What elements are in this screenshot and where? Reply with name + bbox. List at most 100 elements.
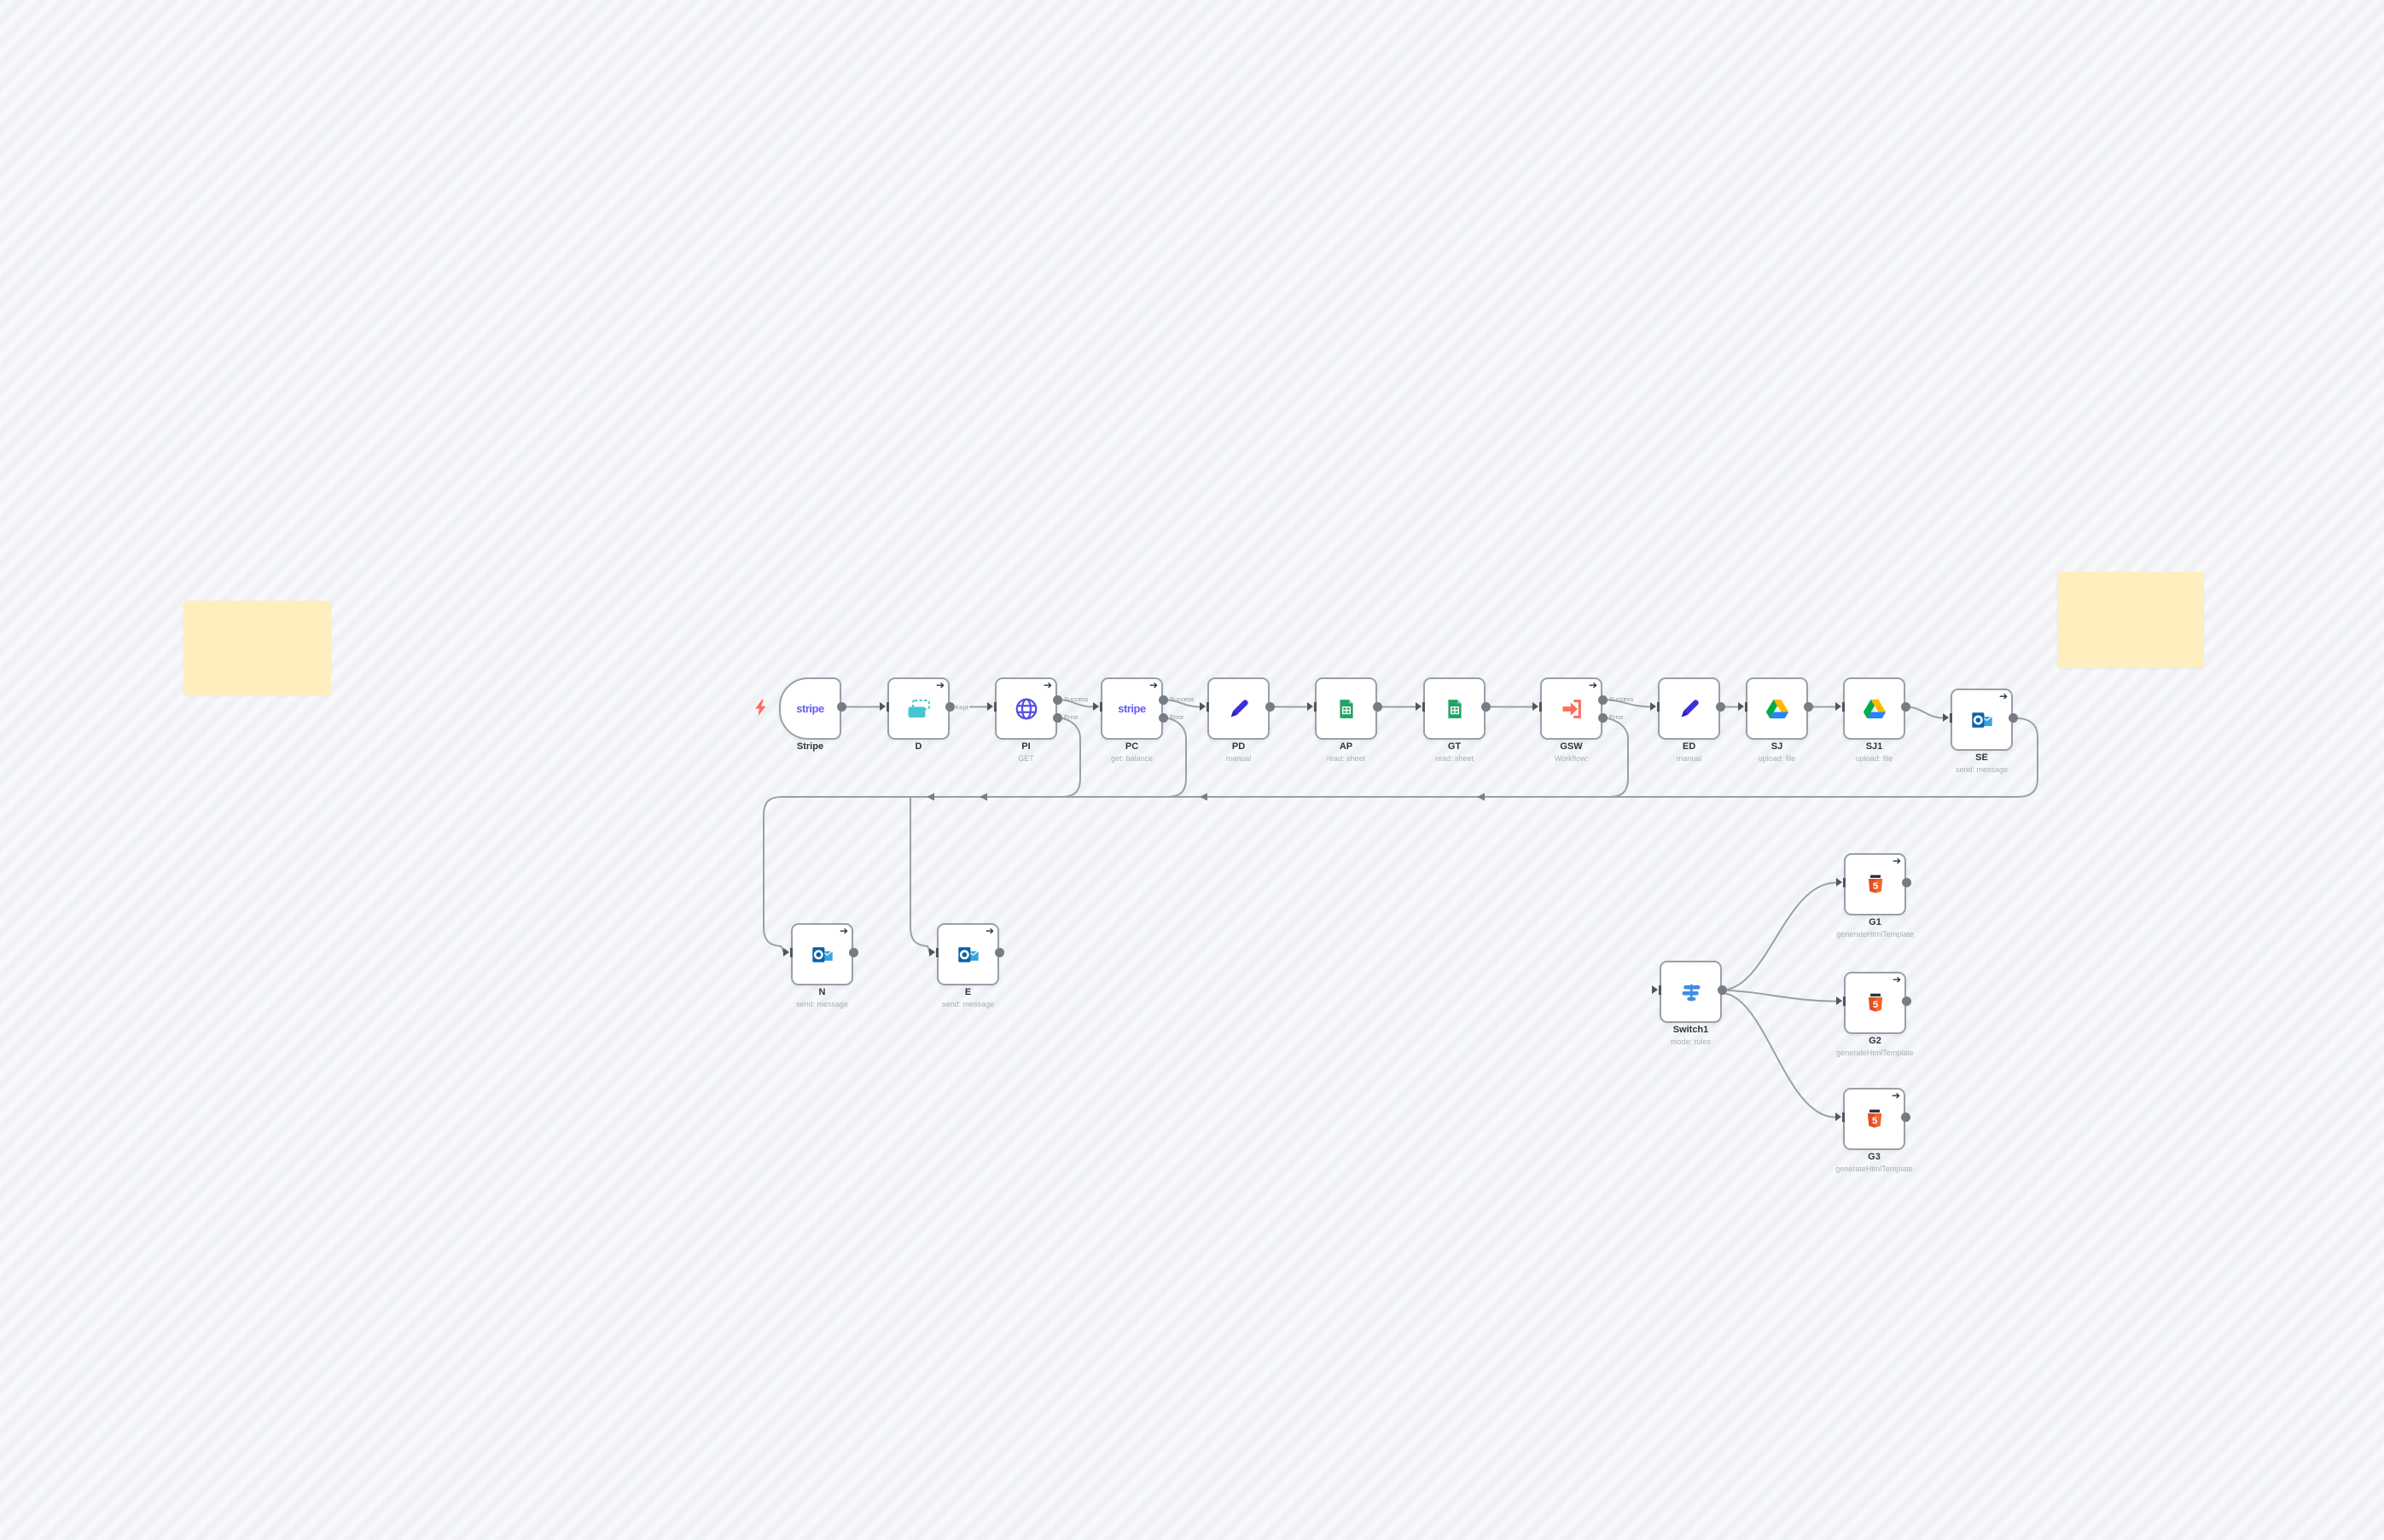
- output-port[interactable]: [1598, 712, 1608, 723]
- output-port[interactable]: [995, 948, 1004, 957]
- output-port-label: Error: [1064, 713, 1079, 721]
- node-name-label: SJ1: [1865, 741, 1883, 752]
- output-port[interactable]: [1053, 712, 1062, 723]
- node-d[interactable]: ➔D: [880, 677, 955, 752]
- input-port[interactable]: [1836, 997, 1842, 1005]
- output-port[interactable]: [1159, 712, 1168, 723]
- input-port-bar: [790, 948, 793, 957]
- sticky-note[interactable]: [2057, 572, 2204, 668]
- input-port[interactable]: [783, 948, 789, 956]
- connection-wire[interactable]: [1602, 699, 1651, 708]
- input-port-bar: [936, 948, 939, 957]
- arrow-badge-icon: ➔: [985, 925, 994, 937]
- output-port[interactable]: [849, 948, 858, 957]
- sticky-note[interactable]: [183, 601, 331, 695]
- input-port[interactable]: [880, 702, 886, 711]
- node-subtitle-label: send: message: [941, 1000, 995, 1008]
- connection-wire[interactable]: [763, 717, 2038, 953]
- output-port-label: Success: [1609, 695, 1634, 703]
- input-port[interactable]: [929, 948, 935, 956]
- input-port[interactable]: [1738, 702, 1744, 711]
- wire-arrowhead-icon: [1200, 793, 1207, 801]
- node-name-label: ED: [1682, 741, 1696, 752]
- output-port[interactable]: [1716, 702, 1725, 712]
- output-port[interactable]: [837, 702, 846, 712]
- node-subtitle-label: send: message: [795, 1000, 849, 1008]
- output-port[interactable]: [1901, 1113, 1910, 1122]
- connection-wire[interactable]: [1602, 717, 1629, 798]
- output-port[interactable]: [1481, 702, 1491, 712]
- output-port[interactable]: [1902, 997, 1911, 1006]
- node-name-label: D: [915, 741, 922, 752]
- connection-wire[interactable]: [1722, 989, 1837, 1002]
- edit-pencil-icon: [1678, 697, 1701, 721]
- output-port[interactable]: [1053, 694, 1062, 705]
- node-subtitle-label: manual: [1225, 754, 1252, 763]
- input-port[interactable]: [1650, 702, 1656, 711]
- input-port[interactable]: [1835, 1113, 1841, 1121]
- input-port[interactable]: [1836, 878, 1842, 886]
- output-port[interactable]: [1159, 694, 1168, 705]
- input-port[interactable]: [1307, 702, 1313, 711]
- remove-duplicates-icon: [906, 696, 932, 722]
- output-port[interactable]: [1718, 985, 1727, 995]
- input-port-bar: [1745, 702, 1747, 712]
- svg-text:5: 5: [1872, 881, 1877, 892]
- output-port[interactable]: [1901, 702, 1910, 712]
- output-port[interactable]: [1373, 702, 1382, 712]
- node-subtitle-label: get: balance: [1110, 754, 1154, 763]
- node-name-label: E: [964, 987, 972, 997]
- input-port[interactable]: [987, 702, 993, 711]
- connection-wire[interactable]: [1722, 992, 1836, 1119]
- output-port[interactable]: [1902, 878, 1911, 887]
- input-port[interactable]: [1416, 702, 1422, 711]
- input-port-bar: [1843, 878, 1846, 887]
- input-port-bar: [1842, 702, 1845, 712]
- connection-wire[interactable]: [1722, 881, 1837, 991]
- output-port-label: Error: [1170, 713, 1184, 721]
- svg-text:5: 5: [1871, 1116, 1876, 1126]
- input-port[interactable]: [1652, 985, 1658, 994]
- output-port-label: Error: [1609, 713, 1624, 721]
- input-port[interactable]: [1943, 713, 1949, 722]
- connection-wire[interactable]: [1905, 706, 1944, 719]
- node-name-label: G1: [1869, 917, 1881, 927]
- node-name-label: Switch1: [1672, 1025, 1709, 1035]
- connection-wire[interactable]: [910, 797, 930, 953]
- input-port[interactable]: [1200, 702, 1206, 711]
- output-port[interactable]: [1598, 694, 1608, 705]
- output-port[interactable]: [1804, 702, 1813, 712]
- connection-wire[interactable]: [1163, 717, 1187, 798]
- input-port[interactable]: [1093, 702, 1099, 711]
- input-port[interactable]: [1532, 702, 1538, 711]
- connection-wire[interactable]: [1057, 717, 1081, 798]
- output-port[interactable]: [1265, 702, 1275, 712]
- input-port[interactable]: [1835, 702, 1841, 711]
- node-name-label: AP: [1339, 741, 1353, 752]
- output-port[interactable]: [2009, 713, 2018, 723]
- svg-text:5: 5: [1872, 1000, 1877, 1010]
- output-port[interactable]: [945, 702, 955, 712]
- wire-arrowhead-icon: [1477, 793, 1485, 801]
- input-port-bar: [994, 702, 997, 712]
- output-port-label: Success: [1064, 695, 1089, 703]
